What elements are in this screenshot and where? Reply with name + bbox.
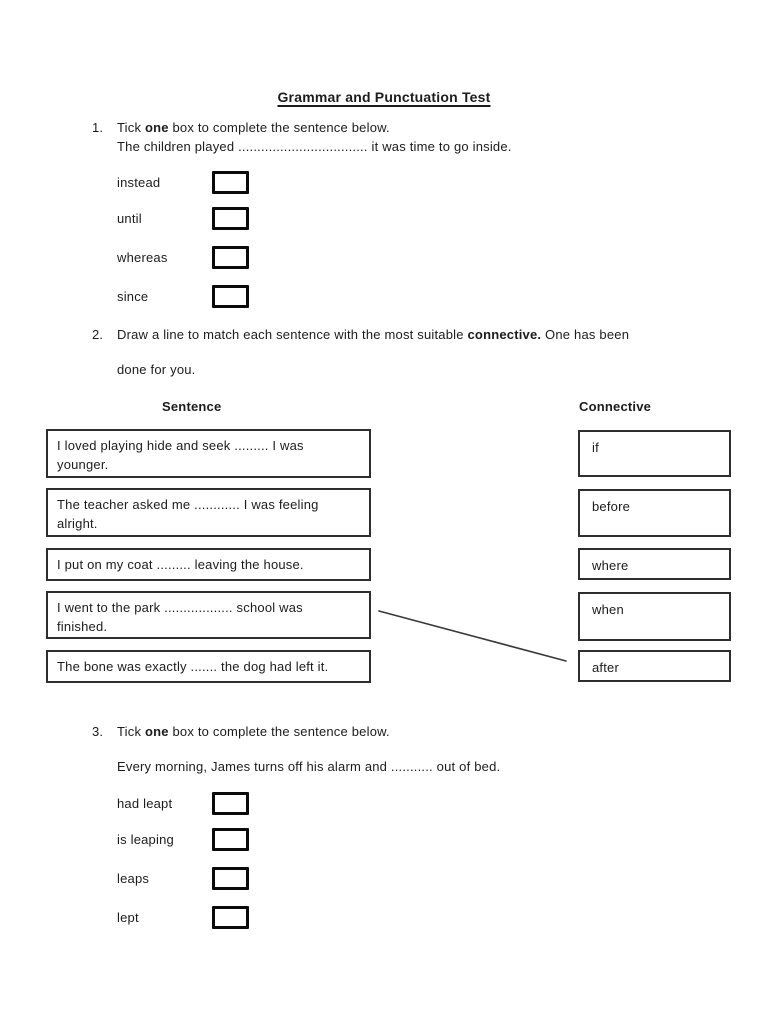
q3-option-checkbox-leaps[interactable] — [212, 867, 249, 890]
q1-option-row: whereas — [117, 246, 367, 269]
connective-column-header: Connective — [579, 399, 652, 414]
sentence-box-2[interactable]: The teacher asked me ............ I was … — [46, 488, 371, 537]
q1-option-label: until — [117, 211, 142, 226]
connective-box-before[interactable]: before — [578, 489, 731, 537]
q1-sentence: The children played ....................… — [117, 139, 512, 154]
q3-option-row: lept — [117, 906, 367, 929]
sentence-box-1[interactable]: I loved playing hide and seek ......... … — [46, 429, 371, 478]
q1-prompt: Tick one box to complete the sentence be… — [117, 120, 390, 135]
q1-option-row: instead — [117, 171, 367, 194]
q3-option-checkbox-lept[interactable] — [212, 906, 249, 929]
q3-number: 3. — [92, 724, 104, 739]
sentence-column-header: Sentence — [162, 399, 222, 414]
q3-option-label: had leapt — [117, 796, 173, 811]
q3-sentence: Every morning, James turns off his alarm… — [117, 759, 501, 774]
q2-number: 2. — [92, 327, 104, 342]
sentence-box-5[interactable]: The bone was exactly ....... the dog had… — [46, 650, 371, 683]
page-title: Grammar and Punctuation Test — [277, 89, 491, 105]
q1-option-checkbox-since[interactable] — [212, 285, 249, 308]
q3-prompt: Tick one box to complete the sentence be… — [117, 724, 390, 739]
q3-option-label: leaps — [117, 871, 150, 886]
connective-box-after[interactable]: after — [578, 650, 731, 682]
q3-option-row: leaps — [117, 867, 367, 890]
q1-option-checkbox-until[interactable] — [212, 207, 249, 230]
sentence-box-3[interactable]: I put on my coat ......... leaving the h… — [46, 548, 371, 581]
q1-option-row: since — [117, 285, 367, 308]
q1-option-label: whereas — [117, 250, 168, 265]
connective-box-when[interactable]: when — [578, 592, 731, 641]
connective-box-where[interactable]: where — [578, 548, 731, 580]
connective-box-if[interactable]: if — [578, 430, 731, 477]
q1-number: 1. — [92, 120, 104, 135]
q1-option-row: until — [117, 207, 367, 230]
q1-option-label: since — [117, 289, 149, 304]
q3-option-label: lept — [117, 910, 139, 925]
q1-option-checkbox-instead[interactable] — [212, 171, 249, 194]
q1-option-label: instead — [117, 175, 161, 190]
q3-option-checkbox-is-leaping[interactable] — [212, 828, 249, 851]
q3-option-checkbox-had-leapt[interactable] — [212, 792, 249, 815]
q2-prompt: Draw a line to match each sentence with … — [117, 327, 630, 342]
q3-option-label: is leaping — [117, 832, 174, 847]
q3-option-row: is leaping — [117, 828, 367, 851]
q1-option-checkbox-whereas[interactable] — [212, 246, 249, 269]
sentence-box-4[interactable]: I went to the park .................. sc… — [46, 591, 371, 639]
q3-option-row: had leapt — [117, 792, 367, 815]
q2-prompt-line2: done for you. — [117, 362, 196, 377]
